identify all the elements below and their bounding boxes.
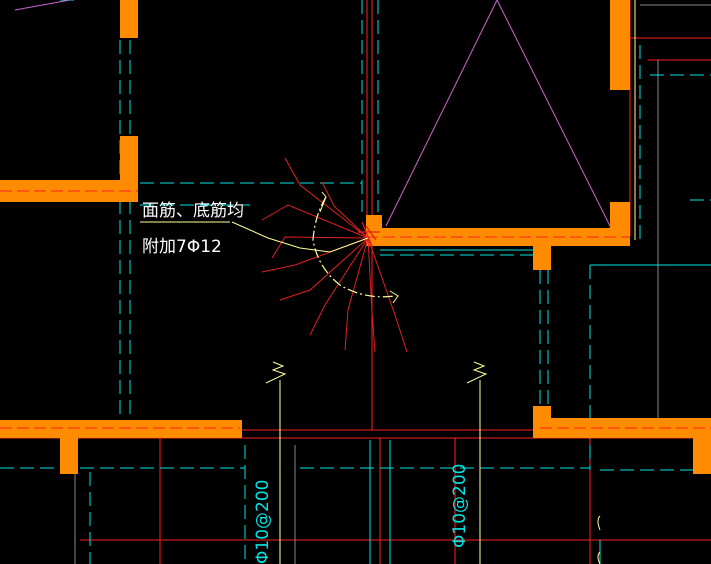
rebar-radial-line — [321, 181, 369, 239]
arc-start-tick — [319, 191, 327, 213]
rebar-radial-line — [279, 237, 369, 301]
rebar-arc — [312, 196, 396, 298]
yellow-lines — [140, 0, 636, 564]
rebar-radial-line — [344, 237, 369, 351]
rebar-radial-line — [284, 157, 369, 239]
annotation-line-1[interactable]: 面筋、底筋均 — [142, 201, 244, 221]
dimension-label-right[interactable]: Φ10@200 — [450, 464, 470, 548]
rebar-radial-line — [367, 237, 408, 353]
annotation-line-2[interactable]: 附加7Φ12 — [142, 237, 222, 257]
cyan-solid-lines — [369, 249, 711, 564]
arc-end-tick — [389, 290, 399, 304]
rebar-radial-line — [309, 237, 369, 336]
gray-lines — [74, 4, 711, 564]
wall-dashes — [0, 190, 711, 429]
rebar-radial-line — [367, 237, 376, 353]
dimension-label-left[interactable]: Φ10@200 — [253, 480, 273, 564]
rebar-radial-line — [261, 204, 369, 239]
annotation-leader — [231, 221, 369, 253]
rebar-hub-mark — [358, 221, 380, 247]
orange-walls — [0, 0, 711, 474]
rebar-radial-line — [271, 236, 369, 259]
